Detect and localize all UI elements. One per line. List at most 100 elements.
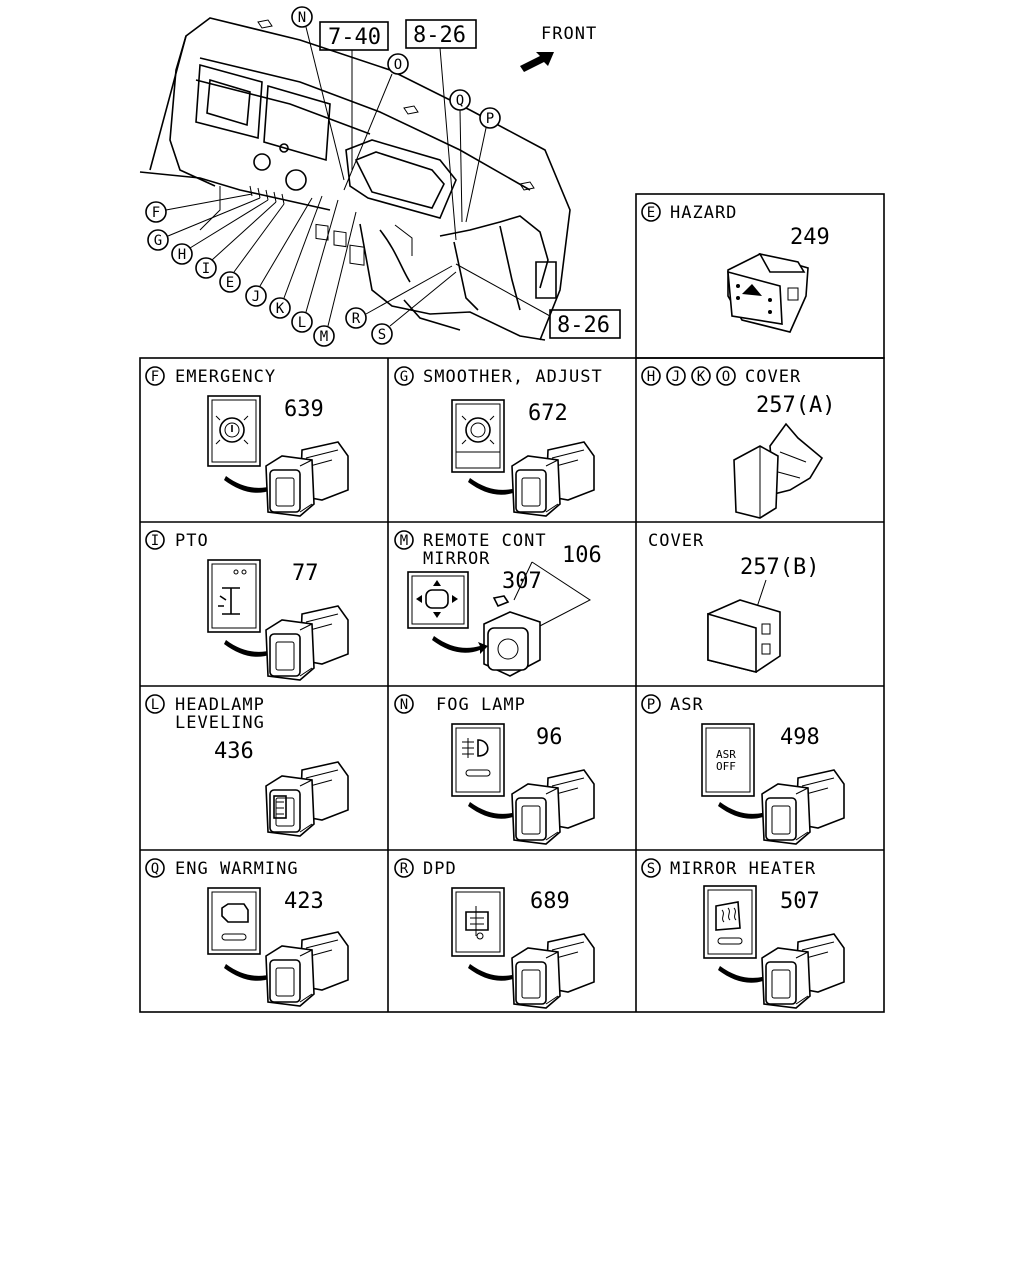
cover-a-icon: [733, 422, 824, 519]
part-number: 498: [780, 725, 820, 750]
part-number: 249: [790, 225, 830, 250]
svg-text:M: M: [320, 329, 328, 345]
cell-title: HEADLAMP: [175, 695, 265, 715]
callout-r[interactable]: R: [345, 265, 453, 329]
callout-f[interactable]: F: [145, 193, 253, 223]
cell-remote-mirror[interactable]: M REMOTE CONT MIRROR 106 307: [394, 530, 602, 677]
svg-text:E: E: [647, 205, 655, 221]
cell-title: COVER: [745, 367, 801, 387]
cell-mirror-heater[interactable]: S MIRROR HEATER 507: [641, 858, 845, 1009]
svg-text:M: M: [400, 533, 408, 549]
svg-text:G: G: [400, 369, 408, 385]
cell-title: ASR: [670, 695, 704, 715]
part-number: 672: [528, 401, 568, 426]
svg-text:H: H: [178, 247, 186, 263]
engine-warming-icon: [207, 887, 261, 955]
callout-q[interactable]: Q: [449, 89, 471, 223]
svg-text:O: O: [722, 369, 730, 385]
callout-m[interactable]: M: [313, 211, 357, 347]
callout-j[interactable]: J: [245, 197, 313, 307]
cell-fog-lamp[interactable]: N FOG LAMP 96: [394, 694, 595, 845]
ref-box-7-40[interactable]: 7-40: [319, 21, 389, 170]
svg-text:G: G: [154, 233, 162, 249]
cell-title-line2: LEVELING: [175, 713, 265, 733]
callout-i[interactable]: I: [195, 201, 277, 279]
asr-off-icon: ASR OFF: [701, 723, 755, 797]
cell-title: MIRROR HEATER: [670, 859, 816, 879]
cell-dpd[interactable]: R DPD 689: [394, 858, 595, 1009]
callout-n[interactable]: N: [291, 6, 345, 181]
part-number: 423: [284, 889, 324, 914]
callout-l[interactable]: L: [291, 199, 339, 333]
svg-text:H: H: [647, 369, 655, 385]
cell-title: COVER: [648, 531, 704, 551]
cell-title: ENG WARMING: [175, 859, 299, 879]
svg-text:I: I: [151, 533, 159, 549]
front-arrow-icon: [520, 52, 554, 72]
svg-text:7-40: 7-40: [328, 25, 381, 50]
svg-text:F: F: [151, 369, 159, 385]
cell-asr[interactable]: P ASR 498 ASR OFF: [641, 694, 845, 845]
cell-smoother-adjust[interactable]: G SMOOTHER, ADJUST 672: [394, 366, 603, 517]
callout-g[interactable]: G: [147, 197, 261, 251]
part-number: 507: [780, 889, 820, 914]
svg-text:R: R: [352, 311, 361, 327]
cell-emergency[interactable]: F EMERGENCY 639: [145, 366, 349, 517]
cell-title-line2: MIRROR: [423, 549, 490, 569]
part-number: 106: [562, 543, 602, 568]
cell-title: EMERGENCY: [175, 367, 276, 387]
dashboard-overview: FRONT 7-40 8-26 8-26 N O: [139, 6, 621, 347]
svg-text:O: O: [394, 57, 402, 73]
svg-text:J: J: [672, 369, 680, 385]
callout-k[interactable]: K: [269, 195, 323, 319]
off-text: OFF: [716, 760, 736, 773]
cell-title: FOG LAMP: [436, 695, 526, 715]
svg-text:P: P: [647, 697, 655, 713]
svg-text:N: N: [400, 697, 408, 713]
callout-h[interactable]: H: [171, 199, 269, 265]
pto-icon: [207, 559, 261, 633]
parts-grid: [139, 193, 885, 1013]
svg-text:P: P: [486, 111, 494, 127]
cell-pto[interactable]: I PTO 77: [145, 530, 349, 681]
cell-cover-b[interactable]: COVER 257(B): [648, 531, 819, 674]
callout-e[interactable]: E: [219, 203, 285, 293]
callout-s[interactable]: S: [371, 271, 457, 345]
svg-text:Q: Q: [151, 861, 159, 877]
callout-p[interactable]: P: [465, 107, 501, 223]
svg-text:S: S: [647, 861, 655, 877]
svg-text:E: E: [226, 275, 234, 291]
emergency-brake-icon: [207, 395, 261, 467]
hazard-switch-icon: [727, 252, 809, 333]
remote-mirror-icon: [407, 571, 541, 677]
fog-lamp-icon: [451, 723, 505, 797]
dpd-icon: [451, 887, 505, 957]
cell-title: PTO: [175, 531, 209, 551]
part-number: 689: [530, 889, 570, 914]
smoother-adjust-icon: [451, 399, 505, 473]
cell-cover-a[interactable]: H J K O COVER 257(A): [641, 366, 835, 519]
svg-text:8-26: 8-26: [557, 313, 610, 338]
svg-text:N: N: [298, 10, 306, 26]
cell-title: DPD: [423, 859, 457, 879]
ref-box-8-26-top[interactable]: 8-26: [405, 19, 477, 241]
ref-box-8-26-bottom[interactable]: 8-26: [455, 263, 621, 339]
svg-text:I: I: [202, 261, 210, 277]
headlamp-leveling-icon: [265, 761, 349, 837]
callout-o[interactable]: O: [343, 53, 409, 191]
asr-text: ASR: [716, 748, 736, 761]
cell-title: REMOTE CONT: [423, 531, 547, 551]
svg-text:Q: Q: [456, 93, 464, 109]
part-number: 257(B): [740, 555, 819, 580]
part-number: 77: [292, 561, 319, 586]
mirror-heater-icon: [703, 885, 757, 959]
svg-text:8-26: 8-26: [413, 23, 466, 48]
svg-text:R: R: [400, 861, 409, 877]
cover-b-icon: [707, 599, 781, 674]
cell-eng-warming[interactable]: Q ENG WARMING 423: [145, 858, 349, 1007]
svg-text:K: K: [697, 369, 706, 385]
cell-hazard[interactable]: E HAZARD 249: [641, 202, 830, 333]
cell-headlamp-leveling[interactable]: L HEADLAMP LEVELING 436: [145, 694, 349, 837]
svg-text:L: L: [151, 697, 159, 713]
